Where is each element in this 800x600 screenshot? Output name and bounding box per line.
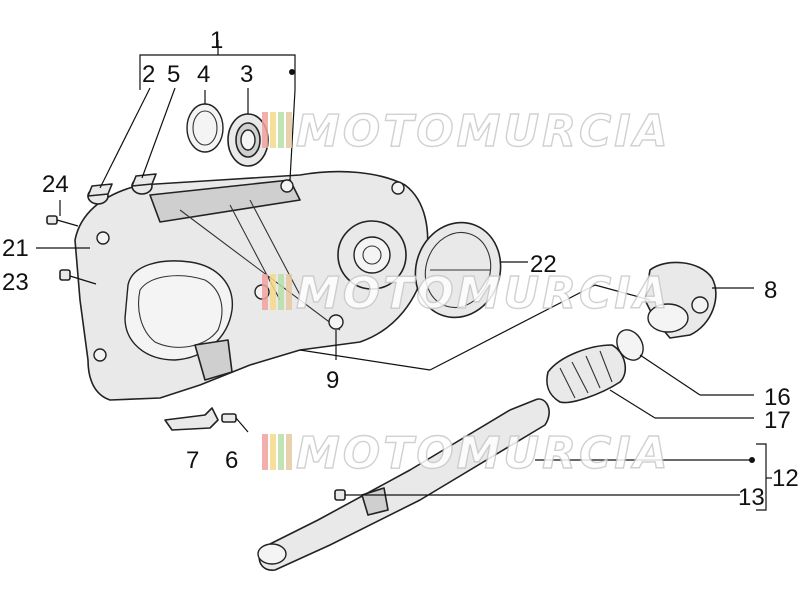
bearing-3[interactable] — [227, 113, 269, 167]
watermark-bottom: MOTOMURCIA — [262, 427, 671, 480]
screw-13[interactable] — [334, 489, 346, 501]
callout-22: 22 — [530, 251, 557, 278]
callout-17: 17 — [764, 407, 791, 434]
callout-9: 9 — [326, 367, 339, 394]
screw-6[interactable] — [221, 413, 249, 433]
air-duct-12[interactable] — [257, 398, 550, 571]
callout-24: 24 — [42, 171, 69, 198]
watermark-top: MOTOMURCIA — [262, 105, 671, 158]
watermark-stripe — [262, 434, 268, 470]
air-intake-8[interactable] — [644, 261, 717, 339]
watermark-stripe — [262, 274, 268, 310]
watermark-stripe — [278, 274, 284, 310]
callout-16: 16 — [764, 384, 791, 411]
watermark-text: MOTOMURCIA — [296, 106, 671, 157]
cap-22[interactable] — [403, 211, 513, 328]
callout-labels: 1 2 5 4 3 24 21 23 22 8 9 16 17 7 6 12 1… — [2, 27, 799, 511]
watermark-stripe — [262, 112, 268, 148]
watermark-stripe — [286, 112, 292, 148]
watermark-stripe — [270, 112, 276, 148]
bracket-7[interactable] — [164, 407, 219, 431]
callout-23: 23 — [2, 269, 29, 296]
callout-6: 6 — [225, 447, 238, 474]
watermark-text: MOTOMURCIA — [296, 428, 671, 479]
hose-17[interactable] — [546, 344, 627, 404]
watermark-stripe — [278, 112, 284, 148]
bushing-5[interactable] — [131, 173, 157, 195]
watermark-stripe — [278, 434, 284, 470]
callout-21: 21 — [2, 235, 29, 262]
callout-7: 7 — [186, 447, 199, 474]
watermark-stripe — [286, 434, 292, 470]
circlip-4[interactable] — [186, 103, 224, 153]
callout-2: 2 — [142, 61, 155, 88]
bushing-2[interactable] — [87, 183, 113, 205]
leader-lines — [36, 40, 772, 511]
callout-5: 5 — [167, 61, 180, 88]
watermark-stripe — [270, 274, 276, 310]
watermark-text: MOTOMURCIA — [296, 268, 671, 319]
watermark-stripe — [286, 274, 292, 310]
watermark-stripe — [270, 434, 276, 470]
callout-12: 12 — [772, 465, 799, 492]
callout-8: 8 — [764, 277, 777, 304]
callout-1: 1 — [210, 27, 223, 54]
callout-13: 13 — [738, 484, 765, 511]
callout-3: 3 — [240, 61, 253, 88]
callout-4: 4 — [197, 61, 210, 88]
screw-23[interactable] — [59, 269, 97, 285]
watermark-middle: MOTOMURCIA — [262, 267, 671, 320]
screw-24[interactable] — [46, 215, 79, 227]
